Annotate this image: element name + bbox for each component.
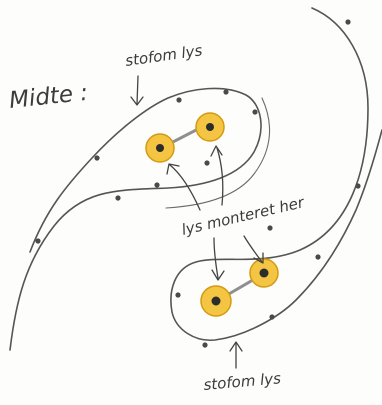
label-fabric-bottom: stofom lys xyxy=(203,369,282,394)
arrow-head xyxy=(211,269,225,281)
wire-node xyxy=(267,225,273,231)
wire-node xyxy=(175,292,181,298)
wire-node xyxy=(94,155,100,161)
annotation-arrows xyxy=(130,75,264,369)
light-bulb-center xyxy=(206,123,214,131)
light-bulb-center xyxy=(211,296,221,306)
wire-strand-lower xyxy=(170,7,382,341)
wire-node xyxy=(154,182,160,188)
wire-node xyxy=(202,342,208,348)
arrow-head xyxy=(210,145,223,157)
label-fabric-top: stofom lys xyxy=(124,41,204,70)
wire-node xyxy=(252,109,258,115)
arrow-fabric-top xyxy=(136,75,139,105)
wire-strand-upper xyxy=(9,87,262,351)
arrow-head xyxy=(166,163,180,175)
arrow-head xyxy=(229,341,243,352)
arrow-mounted-up-left xyxy=(169,164,201,211)
wire-node xyxy=(35,238,41,244)
light-pair-top xyxy=(145,112,225,163)
label-center: Midte : xyxy=(8,80,89,114)
light-bulb-center xyxy=(156,144,164,152)
wire-strand-faint xyxy=(165,97,271,209)
label-mounted: lys monteret her xyxy=(180,193,307,239)
wire-node xyxy=(315,254,321,260)
wire-node xyxy=(115,195,121,201)
light-bulb-center xyxy=(259,268,269,278)
wire-node xyxy=(269,314,275,320)
arrow-mounted-down-left xyxy=(213,237,219,279)
light-pair-bottom xyxy=(200,258,279,317)
wire-nodes xyxy=(35,19,361,348)
wire-node xyxy=(176,97,182,103)
wire-node xyxy=(223,89,229,95)
arrow-head xyxy=(130,96,144,106)
wire-node xyxy=(204,160,210,166)
arrow-head xyxy=(253,252,264,264)
wire-node xyxy=(355,183,361,189)
arrow-mounted-up-right xyxy=(216,147,224,206)
wire-node xyxy=(345,19,351,25)
arrow-mounted-down-right xyxy=(243,235,263,263)
